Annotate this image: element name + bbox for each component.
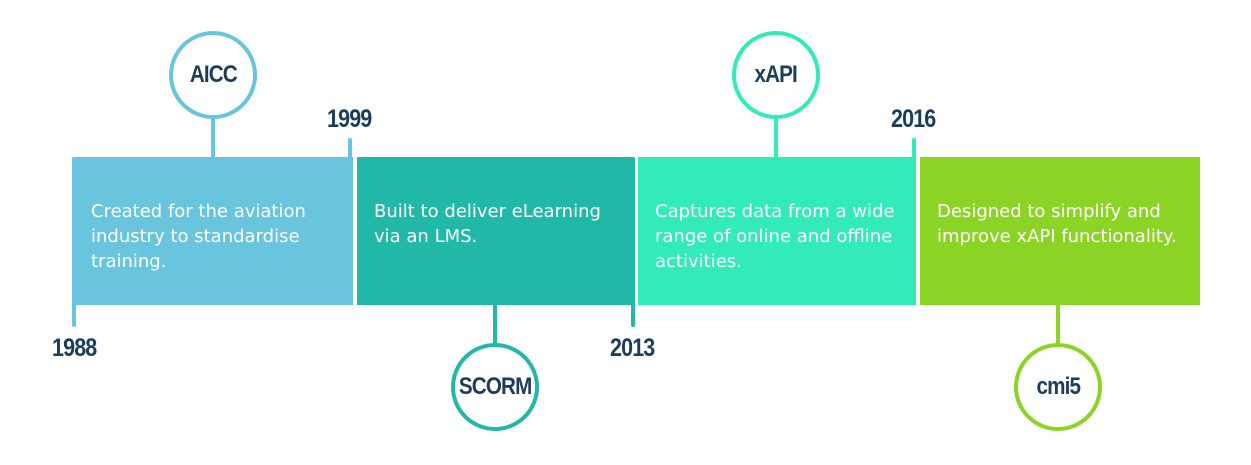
aicc-description: Created for the aviation industry to sta…	[91, 201, 306, 272]
scorm-description: Built to deliver eLearning via an LMS.	[374, 201, 601, 247]
xapi-circle: xAPI	[732, 31, 820, 119]
cmi5-circle: cmi5	[1014, 343, 1102, 431]
cmi5-label: cmi5	[1036, 373, 1080, 400]
xapi-band: Captures data from a wide range of onlin…	[638, 157, 916, 305]
scorm-circle: SCORM	[451, 343, 539, 431]
aicc-label: AICC	[189, 61, 237, 88]
aicc-connector	[211, 118, 215, 157]
scorm-connector	[493, 305, 497, 345]
xapi-description: Captures data from a wide range of onlin…	[655, 201, 895, 272]
scorm-label: SCORM	[458, 373, 532, 400]
cmi5-band: Designed to simplify and improve xAPI fu…	[920, 157, 1200, 305]
aicc-band: Created for the aviation industry to sta…	[74, 157, 353, 305]
cmi5-description: Designed to simplify and improve xAPI fu…	[937, 201, 1177, 247]
cmi5-connector	[1056, 305, 1060, 345]
aicc-circle: AICC	[169, 31, 257, 119]
year-1999: 1999	[327, 105, 372, 133]
year-1988: 1988	[52, 334, 97, 362]
year-2013: 2013	[610, 334, 655, 362]
xapi-connector	[774, 118, 778, 157]
year-2016: 2016	[891, 105, 936, 133]
xapi-label: xAPI	[754, 61, 798, 88]
scorm-band: Built to deliver eLearning via an LMS.	[357, 157, 634, 305]
